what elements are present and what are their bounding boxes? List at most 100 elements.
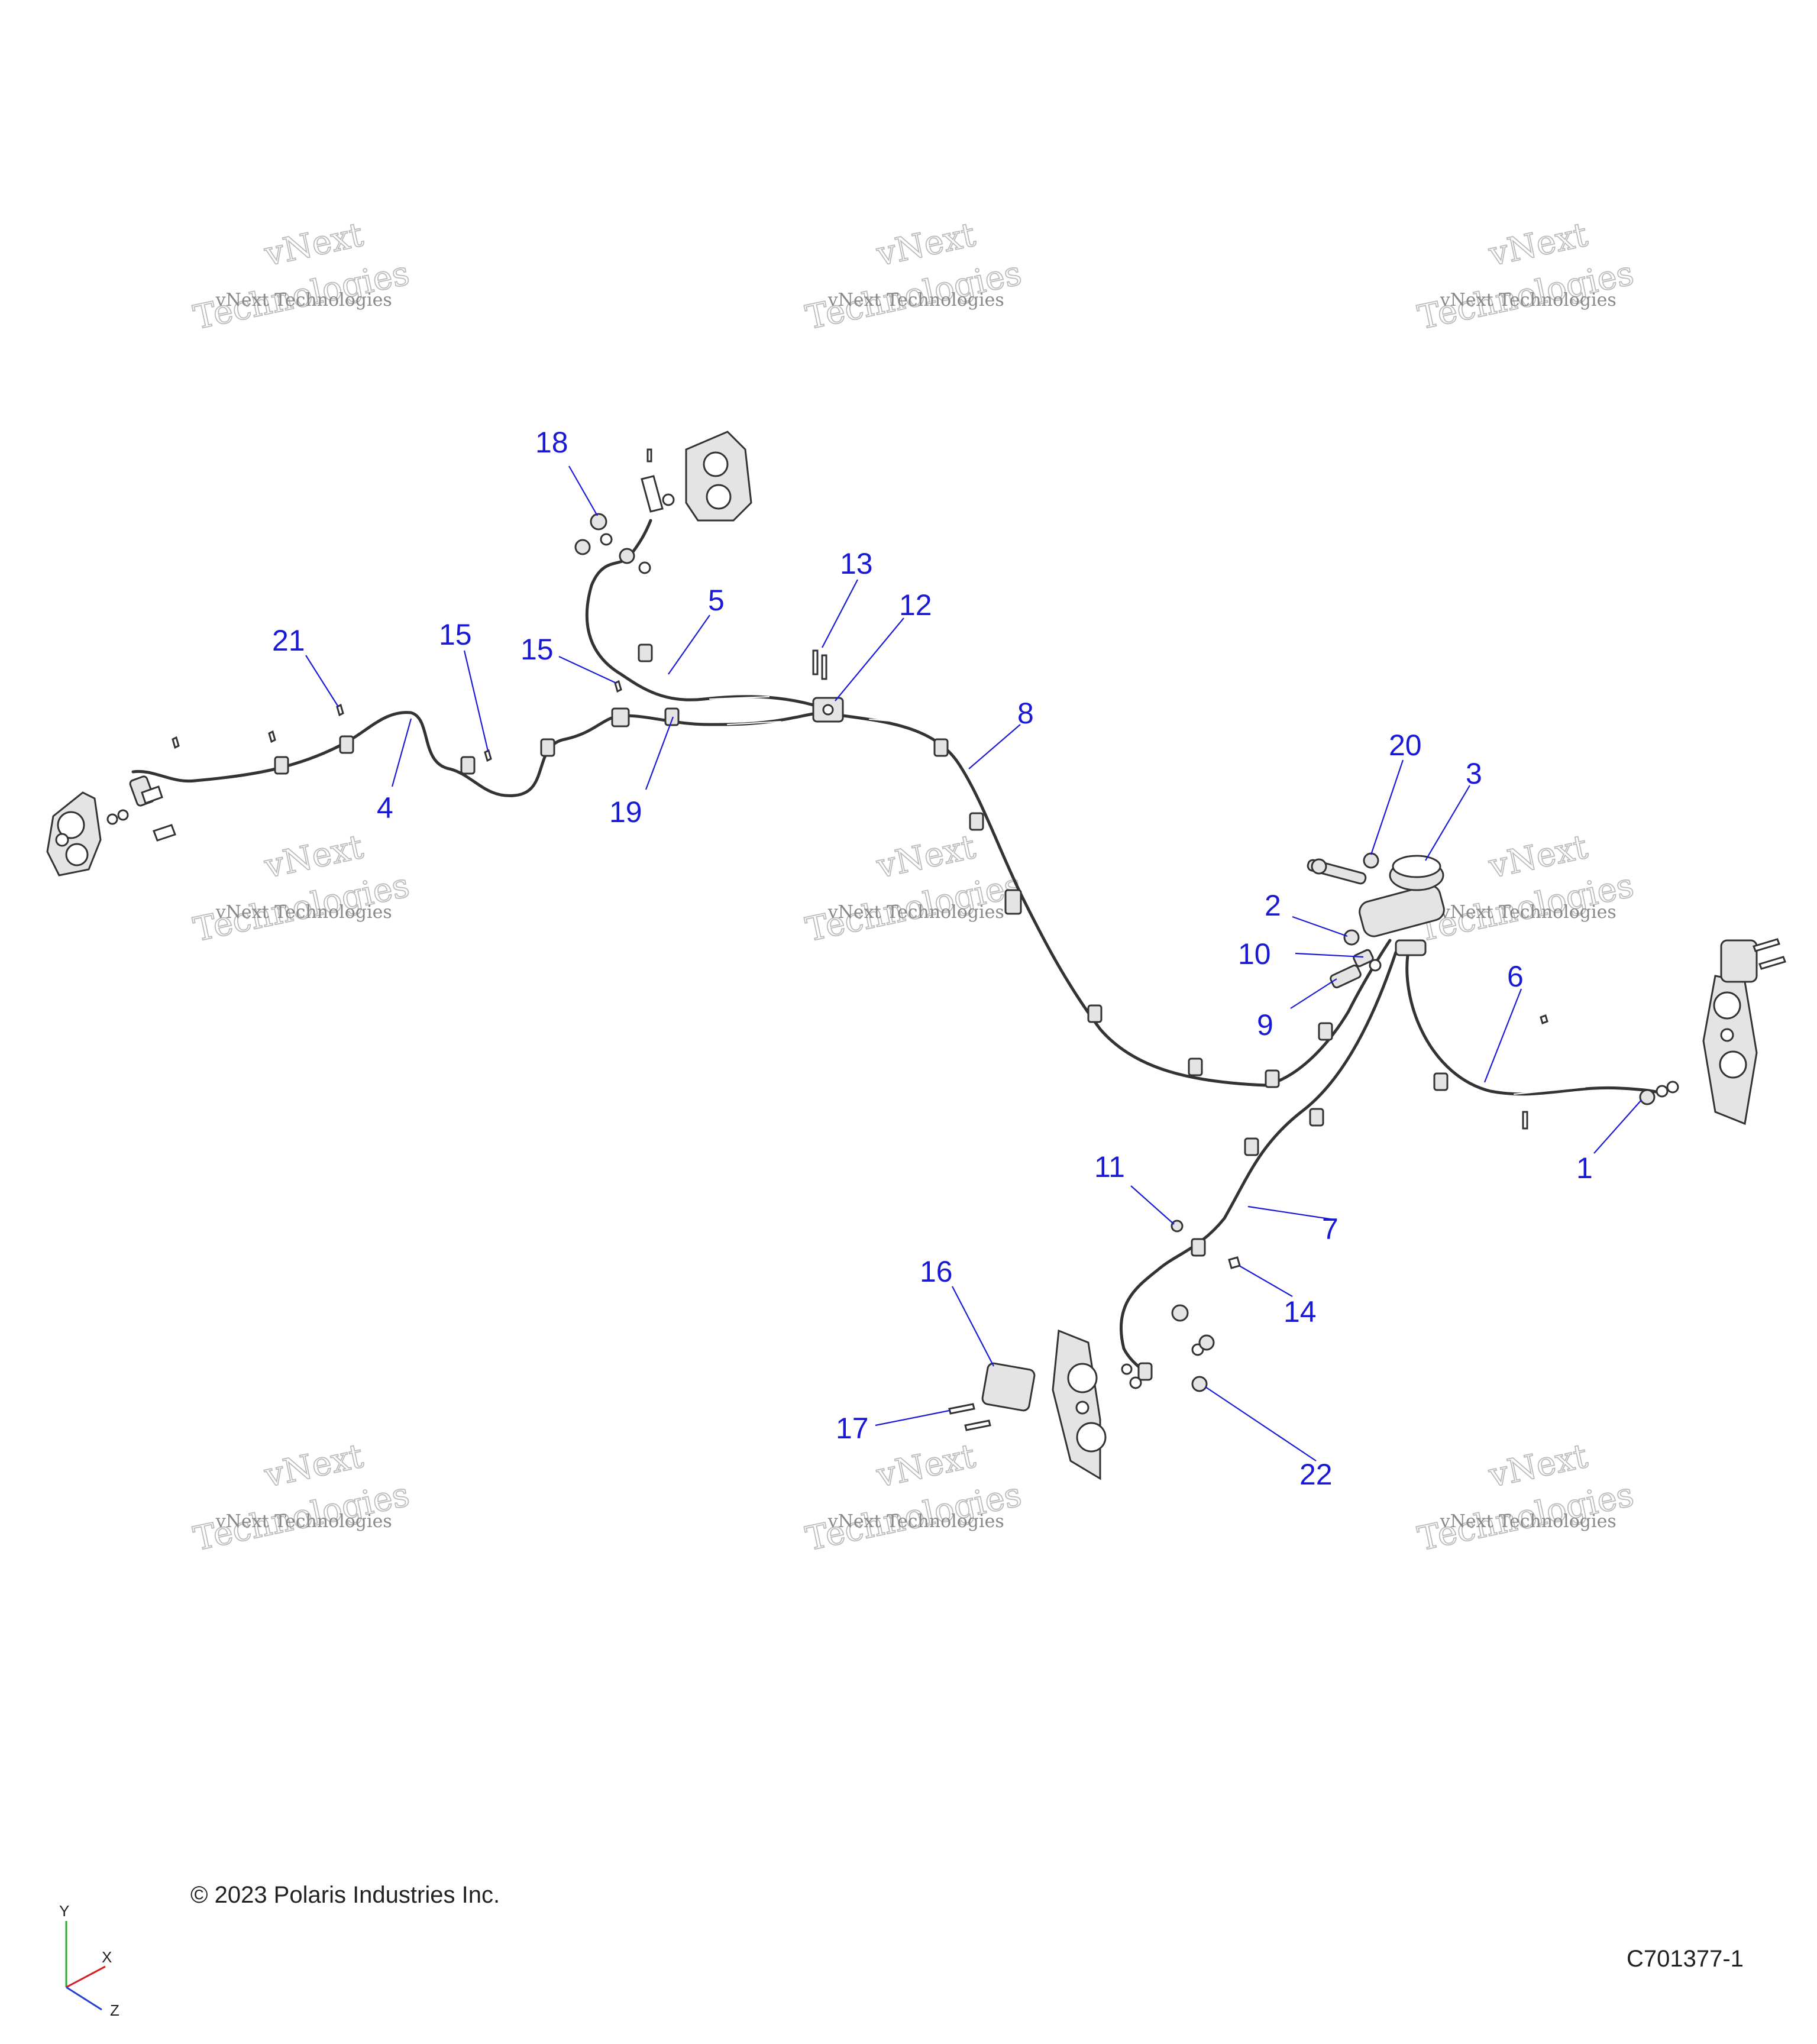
pin bbox=[1758, 956, 1786, 970]
leader-20 bbox=[1370, 759, 1404, 855]
pad-16 bbox=[981, 1362, 1036, 1412]
x-axis-label: X bbox=[102, 1948, 112, 1966]
watermark: vNext Technologies vNext Technologies bbox=[1414, 1436, 1638, 1559]
leader-5 bbox=[668, 615, 710, 675]
leader-17 bbox=[875, 1409, 950, 1427]
clip bbox=[1244, 1137, 1259, 1156]
bolt-15b bbox=[614, 680, 622, 693]
washer bbox=[106, 813, 118, 825]
washer bbox=[662, 493, 675, 506]
bolt-22 bbox=[1191, 1376, 1208, 1392]
washer-10 bbox=[1369, 959, 1382, 972]
leader-14 bbox=[1239, 1265, 1293, 1297]
bolt bbox=[153, 824, 176, 842]
pad bbox=[1720, 939, 1758, 983]
clip bbox=[933, 738, 949, 757]
master-cylinder-hardware bbox=[1330, 929, 1382, 989]
bolt bbox=[1171, 1304, 1189, 1322]
clip bbox=[1433, 1072, 1449, 1091]
master-cylinder bbox=[1307, 852, 1445, 956]
y-axis-label: Y bbox=[59, 1902, 69, 1920]
watermark: vNext Technologies vNext Technologies bbox=[190, 827, 413, 950]
clip bbox=[1191, 1238, 1206, 1257]
callout-2: 2 bbox=[1265, 889, 1281, 922]
watermark-small: vNext Technologies bbox=[827, 902, 1004, 923]
bolt-14 bbox=[1228, 1256, 1241, 1269]
clip bbox=[1318, 1022, 1333, 1041]
watermark-small: vNext Technologies bbox=[215, 1511, 392, 1532]
leader-4 bbox=[391, 718, 412, 787]
pin-17 bbox=[948, 1403, 975, 1415]
leader-1 bbox=[1593, 1099, 1642, 1154]
bolt-1 bbox=[1639, 1089, 1656, 1105]
washer bbox=[1656, 1085, 1669, 1098]
bolt-15a bbox=[484, 749, 492, 762]
leader-22 bbox=[1205, 1386, 1317, 1461]
callout-19: 19 bbox=[609, 795, 642, 829]
watermark: vNext Technologies vNext Technologies bbox=[802, 827, 1026, 950]
bottom-rear-caliper bbox=[948, 1220, 1241, 1480]
callout-7: 7 bbox=[1322, 1212, 1338, 1246]
bolt bbox=[574, 539, 591, 555]
watermark-small: vNext Technologies bbox=[1440, 290, 1616, 311]
bolt bbox=[1198, 1334, 1215, 1351]
switch-9 bbox=[1330, 964, 1362, 989]
leader-19 bbox=[645, 716, 674, 790]
washer bbox=[600, 533, 613, 546]
bolt-2 bbox=[1343, 929, 1360, 946]
brake-line-5 bbox=[585, 519, 821, 709]
callout-9: 9 bbox=[1257, 1008, 1273, 1042]
leader-18 bbox=[568, 465, 598, 516]
bolt bbox=[141, 785, 163, 804]
leader-13 bbox=[822, 579, 858, 648]
pin bbox=[1753, 938, 1780, 952]
nut-11 bbox=[1171, 1220, 1184, 1233]
leader-15b bbox=[558, 656, 617, 684]
leader-11 bbox=[1130, 1185, 1175, 1225]
clip bbox=[1004, 889, 1022, 915]
callout-17: 17 bbox=[836, 1412, 869, 1445]
callout-8: 8 bbox=[1017, 697, 1034, 730]
figure-code: C701377-1 bbox=[1627, 1946, 1744, 1972]
line-4-hardware bbox=[172, 680, 622, 762]
watermark: vNext Technologies vNext Technologies bbox=[802, 1436, 1026, 1559]
bolts-13 bbox=[812, 649, 827, 680]
z-axis-label: Z bbox=[110, 2001, 119, 2019]
clip bbox=[1309, 1108, 1324, 1127]
callout-21: 21 bbox=[272, 624, 305, 657]
watermark: vNext Technologies vNext Technologies bbox=[1414, 215, 1638, 338]
leader-16 bbox=[952, 1286, 994, 1367]
leader-8 bbox=[968, 724, 1021, 769]
watermark-small: vNext Technologies bbox=[1440, 1511, 1616, 1532]
x-axis-line bbox=[66, 1965, 106, 1988]
callout-11: 11 bbox=[1094, 1150, 1125, 1183]
outlet-fitting bbox=[1395, 939, 1427, 956]
leader-7 bbox=[1247, 1205, 1334, 1221]
watermark-small: vNext Technologies bbox=[215, 902, 392, 923]
callout-18: 18 bbox=[535, 426, 568, 459]
clip bbox=[664, 707, 680, 726]
clip bbox=[638, 643, 653, 662]
watermark-small: vNext Technologies bbox=[827, 290, 1004, 311]
callout-15: 15 bbox=[439, 618, 472, 651]
callout-leaders bbox=[305, 465, 1642, 1461]
clip bbox=[540, 738, 555, 757]
leader-9 bbox=[1290, 978, 1337, 1009]
callout-15: 15 bbox=[520, 633, 554, 666]
clip bbox=[969, 812, 984, 831]
left-front-caliper bbox=[46, 775, 176, 877]
clip bbox=[339, 735, 354, 754]
bracket bbox=[641, 475, 664, 513]
clevis bbox=[1311, 858, 1327, 875]
watermark-small: vNext Technologies bbox=[1440, 902, 1616, 923]
callout-20: 20 bbox=[1389, 729, 1422, 762]
watermark: vNext Technologies vNext Technologies bbox=[190, 1436, 413, 1559]
leader-10 bbox=[1295, 952, 1364, 958]
brake-line-7 bbox=[1119, 950, 1398, 1374]
nut-20 bbox=[1363, 852, 1379, 869]
washer bbox=[117, 809, 129, 821]
clip bbox=[1087, 1004, 1103, 1023]
line-clips bbox=[274, 643, 1449, 1257]
clip bbox=[611, 707, 630, 727]
callout-13: 13 bbox=[840, 547, 873, 580]
